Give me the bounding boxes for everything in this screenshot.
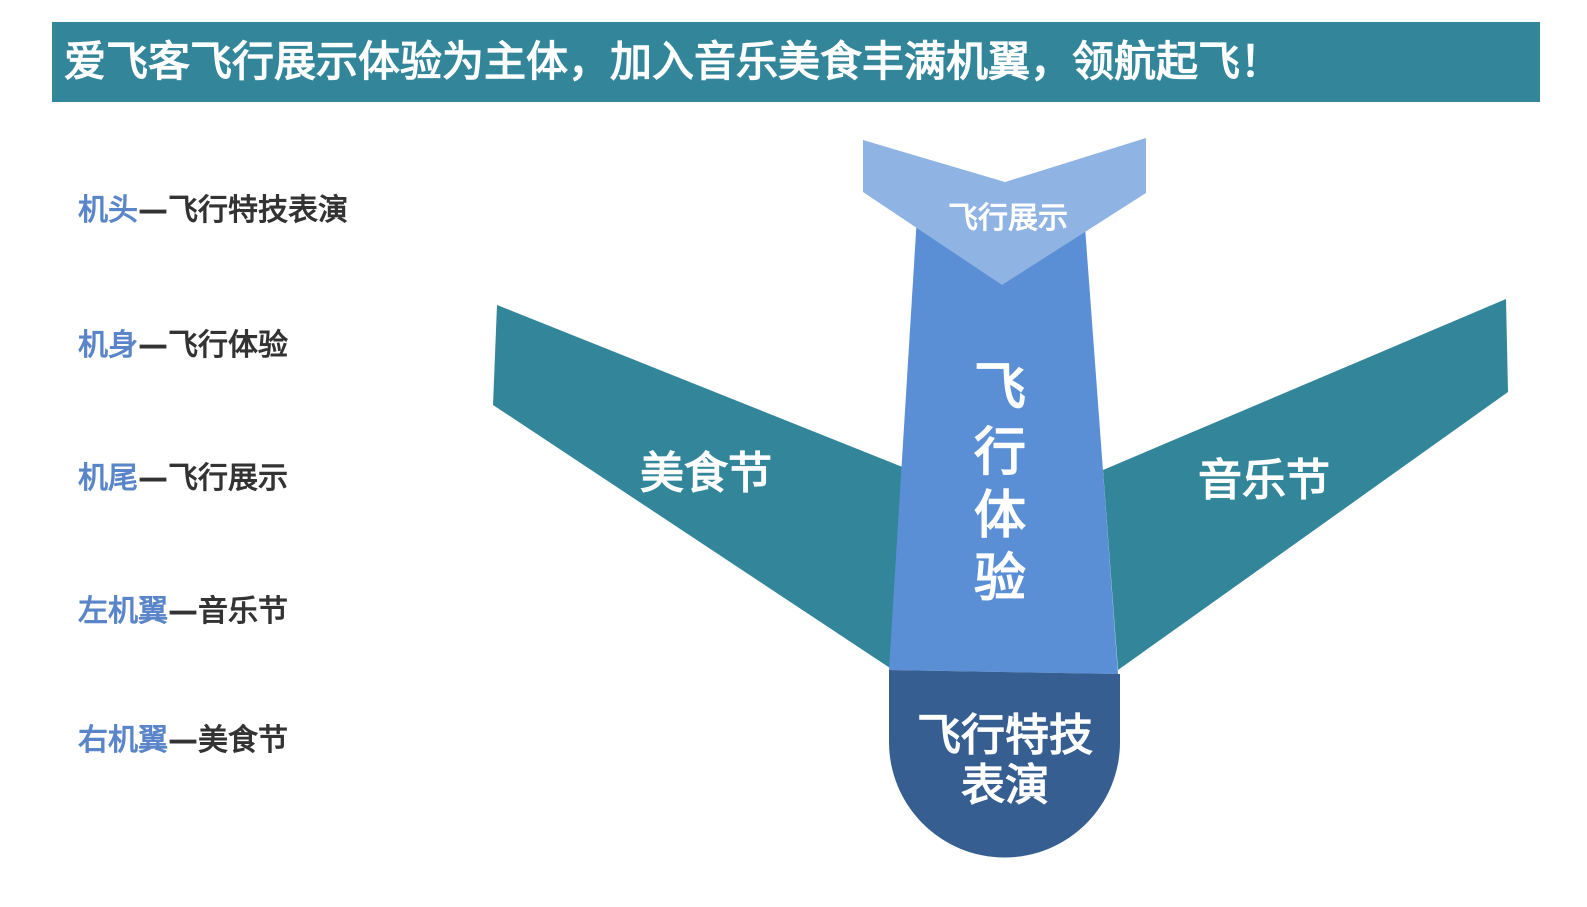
legend-key: 左机翼 xyxy=(78,594,168,629)
nose-label-line: 飞行特技 xyxy=(917,710,1093,761)
legend-value: —飞行特技表演 xyxy=(138,193,348,228)
body-label-char: 体 xyxy=(974,486,1026,546)
legend-key: 机头 xyxy=(78,193,138,228)
right-wing-label: 音乐节 xyxy=(1198,455,1330,506)
body-label-char: 飞 xyxy=(974,358,1026,418)
legend-value: —飞行体验 xyxy=(138,328,288,363)
right-wing-shape xyxy=(1103,299,1508,670)
legend-item-right-wing: 右机翼—美食节 xyxy=(78,726,288,756)
legend-item-tail: 机尾—飞行展示 xyxy=(78,464,288,494)
tail-shape xyxy=(863,138,1146,285)
nose-label-line: 表演 xyxy=(961,760,1049,811)
tail-label: 飞行展示 xyxy=(948,201,1068,236)
legend-item-nose: 机头—飞行特技表演 xyxy=(78,196,348,226)
legend-value: —美食节 xyxy=(168,723,288,758)
legend-item-body: 机身—飞行体验 xyxy=(78,331,288,361)
body-label-char: 验 xyxy=(974,549,1026,609)
left-wing-label: 美食节 xyxy=(640,448,772,499)
legend-key: 机尾 xyxy=(78,461,138,496)
legend-item-left-wing: 左机翼—音乐节 xyxy=(78,597,288,627)
title-bar: 爱飞客飞行展示体验为主体，加入音乐美食丰满机翼，领航起飞！ xyxy=(52,22,1540,102)
legend-key: 机身 xyxy=(78,328,138,363)
page-title: 爱飞客飞行展示体验为主体，加入音乐美食丰满机翼，领航起飞！ xyxy=(64,37,1283,86)
body-label-char: 行 xyxy=(974,423,1026,483)
fuselage-shape xyxy=(889,200,1118,674)
legend-value: —飞行展示 xyxy=(138,461,288,496)
nose-shape xyxy=(889,670,1120,858)
legend-key: 右机翼 xyxy=(78,723,168,758)
left-wing-shape xyxy=(493,305,905,668)
legend-value: —音乐节 xyxy=(168,594,288,629)
